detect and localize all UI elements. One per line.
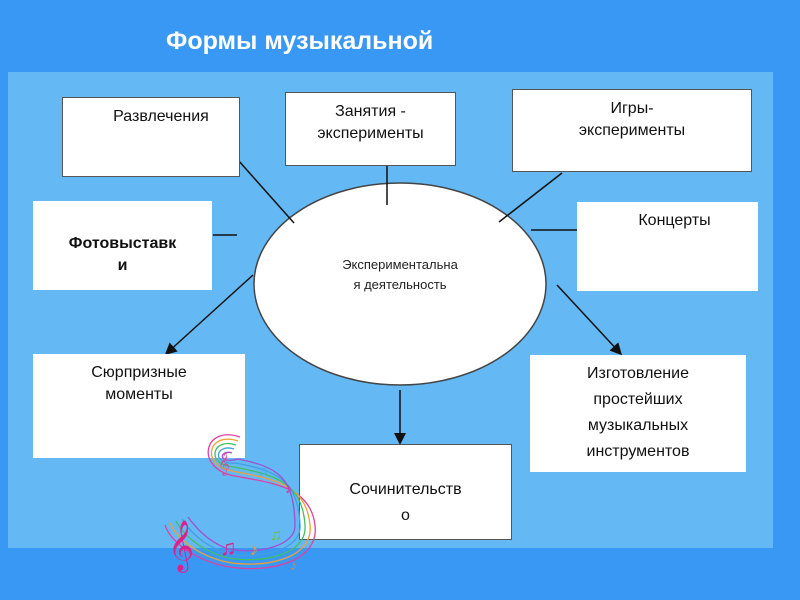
arrow-instruments — [556, 284, 623, 356]
box-photo: Фотовыставк и — [33, 201, 212, 290]
box-label: эксперименты — [317, 125, 424, 142]
box-label: Сюрпризные — [91, 364, 187, 381]
box-label: Фотовыставк — [68, 235, 177, 252]
arrow-surprises — [164, 274, 254, 356]
note-icon: ♪ — [250, 542, 258, 559]
center-ellipse — [253, 182, 547, 386]
box-label: Занятия - — [335, 103, 406, 120]
center-label: Экспериментальна я деятельность — [300, 255, 500, 295]
box-label: Изготовление — [587, 365, 689, 382]
center-label-line: Экспериментальна — [342, 257, 458, 272]
note-icon: ♪ — [285, 480, 292, 496]
treble-clef-icon: 𝄞 — [218, 453, 230, 476]
note-icon: ♫ — [258, 462, 269, 478]
box-label: Концерты — [638, 212, 711, 229]
connector-entertainment — [237, 159, 295, 224]
note-icon: ♫ — [270, 527, 282, 544]
box-label: и — [117, 257, 128, 274]
treble-clef-icon: 𝄞 — [168, 521, 194, 573]
box-label: инструментов — [586, 443, 690, 460]
connector-games — [498, 172, 563, 223]
music-notes-decoration: 𝄞 𝄞 ♫ ♪ ♫ ♫ ♪ ♪ — [164, 434, 316, 573]
box-surprises: Сюрпризные моменты — [33, 354, 245, 458]
center-label-line: я деятельность — [353, 277, 447, 292]
box-label: о — [401, 507, 410, 524]
box-instruments: Изготовление простейших музыкальных инст… — [530, 355, 746, 472]
box-label: моменты — [105, 386, 173, 403]
note-icon: ♫ — [220, 535, 237, 560]
slide-title: Формы музыкальной — [166, 27, 434, 55]
box-lessons: Занятия - эксперименты — [285, 92, 456, 166]
box-label: Сочинительств — [349, 481, 462, 498]
box-label: музыкальных — [587, 417, 689, 434]
box-label: эксперименты — [578, 122, 686, 139]
box-entertainment: Развлечения — [62, 97, 240, 177]
box-composing: Сочинительств о — [299, 444, 512, 540]
note-icon: ♪ — [290, 557, 297, 573]
box-label: простейших — [593, 391, 683, 408]
box-games: Игры- эксперименты — [512, 89, 752, 172]
box-concerts: Концерты — [577, 202, 758, 291]
box-label: Развлечения — [113, 108, 209, 125]
box-label: Игры- — [610, 100, 654, 117]
